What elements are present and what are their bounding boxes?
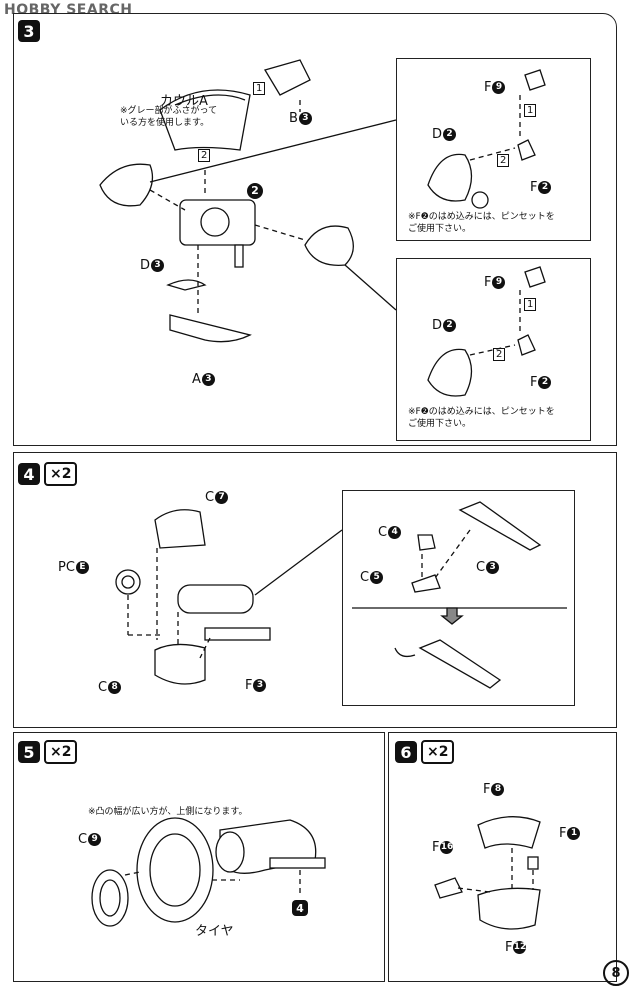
step5-number: 5 — [18, 741, 40, 763]
step6-number: 6 — [395, 741, 417, 763]
dome-right — [304, 225, 354, 266]
lower-cowl-part — [169, 314, 252, 343]
step3-header: 3 — [18, 20, 40, 42]
watermark: HOBBY SEARCH — [4, 2, 133, 18]
seq-1-box: 1 — [253, 80, 266, 95]
step3-number: 3 — [18, 20, 40, 42]
step5-note: ※凸の幅が広い方が、上側になります。 — [88, 807, 248, 817]
inset-bottom-note: ※F❷のはめ込みには、ピンセットを ご使用下さい。 — [408, 407, 555, 429]
step5-panel — [13, 732, 385, 982]
label-f16: F16 — [432, 840, 454, 855]
step6-header: 6 ×2 — [395, 740, 455, 764]
c8-part — [154, 643, 206, 685]
label-sub4: 4 — [292, 900, 308, 916]
seq-2-box: 2 — [198, 147, 211, 162]
cowl-label: カウルA — [160, 94, 208, 109]
cowl-part — [159, 89, 251, 151]
step6-panel — [388, 732, 617, 982]
inset-top-note: ※F❷のはめ込みには、ピンセットを ご使用下さい。 — [408, 212, 555, 234]
step4-header: 4 ×2 — [18, 462, 78, 486]
inset-bottom-seq1: 1 — [524, 296, 537, 311]
step3-inset-bottom — [396, 258, 591, 441]
step5-mult: ×2 — [44, 740, 78, 764]
c7-part — [154, 509, 206, 549]
label-part2: 2 — [246, 183, 263, 199]
step5-header: 5 ×2 — [18, 740, 78, 764]
step3-inset-top — [396, 58, 591, 241]
cowl-note: ※グレー部がふさがって いる方を使用します。 — [120, 106, 218, 128]
inset-top-seq2: 2 — [497, 152, 510, 167]
step4-number: 4 — [18, 463, 40, 485]
label-f12: F12 — [505, 940, 527, 955]
label-tire: タイヤ — [195, 924, 234, 939]
f12-part — [477, 887, 541, 930]
f8-part — [477, 816, 541, 849]
nose-cone-left — [99, 163, 154, 207]
step6-mult: ×2 — [421, 740, 455, 764]
step4-inset — [342, 490, 575, 706]
inset-top-seq1: 1 — [524, 102, 537, 117]
step4-mult: ×2 — [44, 462, 78, 486]
step3-panel — [13, 13, 617, 446]
f3-part — [204, 627, 271, 641]
inset-bottom-seq2: 2 — [493, 346, 506, 361]
step4-panel — [13, 452, 617, 728]
page-number: 8 — [603, 960, 629, 986]
arm-part — [177, 584, 254, 614]
